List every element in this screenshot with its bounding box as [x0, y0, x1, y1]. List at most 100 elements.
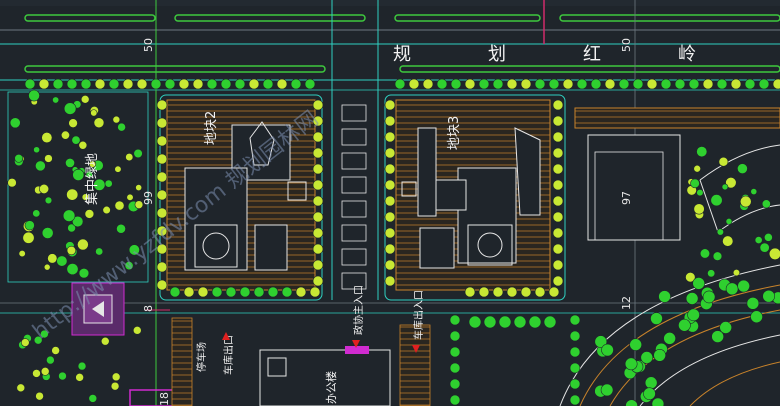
road-char-1: 规 [393, 44, 411, 65]
tree-symbol [712, 251, 723, 261]
tree-symbol [312, 147, 324, 159]
tree-symbol [552, 195, 564, 207]
tree-symbol [576, 78, 588, 90]
tree-symbol [552, 147, 564, 159]
tree-symbol [40, 329, 49, 339]
tree-symbol [178, 78, 190, 90]
tree-symbol [552, 131, 564, 143]
tree-symbol [134, 200, 144, 209]
tree-symbol [46, 355, 55, 365]
tree-symbol [478, 78, 490, 90]
central-green-label: 集中绿地 [84, 153, 100, 205]
tree-symbol [629, 338, 642, 351]
tree-symbol [156, 153, 168, 165]
tree-symbol [449, 378, 461, 390]
tree-symbol [295, 286, 307, 298]
tree-symbol [552, 163, 564, 175]
office-building [129, 317, 431, 406]
tree-symbol [436, 78, 448, 90]
tree-symbol [234, 78, 246, 90]
tree-symbol [24, 220, 35, 231]
tree-symbol [225, 286, 237, 298]
dim-18: 18 [158, 392, 171, 406]
tree-symbol [156, 261, 168, 273]
tree-symbol [262, 78, 274, 90]
parking-stall [341, 272, 367, 290]
tree-symbol [312, 259, 324, 271]
tree-symbol [594, 335, 608, 348]
tree-symbol [569, 330, 581, 342]
tree-symbol [746, 297, 760, 310]
tree-symbol [569, 314, 581, 326]
road-char-2: 划 [488, 44, 506, 65]
tree-symbol [65, 157, 75, 168]
tree-symbol [60, 130, 70, 140]
tree-symbol [72, 168, 85, 181]
tree-symbol [534, 78, 546, 90]
tree-symbol [384, 147, 396, 159]
tree-symbol [312, 243, 324, 255]
tree-symbol [95, 247, 104, 256]
tree-symbol [312, 275, 324, 287]
tree-symbol [16, 383, 26, 393]
tree-symbol [78, 140, 88, 150]
tree-symbol [117, 122, 126, 132]
tree-symbol [122, 78, 134, 90]
tree-symbol [384, 131, 396, 143]
tree-symbol [66, 263, 79, 276]
tree-symbol [304, 78, 316, 90]
tree-symbol [468, 315, 482, 329]
tree-symbol [772, 78, 780, 90]
tree-symbol [78, 267, 90, 279]
tree-symbol [394, 78, 406, 90]
tree-symbol [759, 242, 770, 253]
tree-symbol [51, 346, 60, 355]
tree-symbol [543, 315, 557, 329]
tree-symbol [718, 156, 729, 167]
tree-symbol [716, 228, 724, 236]
tree-symbol [552, 99, 564, 111]
tree-symbol [464, 78, 476, 90]
garage-exit-label: 车库出口 [222, 335, 235, 375]
tree-symbol [125, 152, 134, 162]
tree-symbol [58, 371, 67, 381]
tree-symbol [520, 78, 532, 90]
office-label: 办公楼 [324, 371, 338, 404]
tree-symbol [449, 314, 461, 326]
tree-symbol [644, 376, 658, 390]
tree-symbol [552, 115, 564, 127]
tree-symbol [624, 357, 638, 371]
tree-symbol [569, 394, 581, 406]
tree-symbol [492, 78, 504, 90]
tree-symbol [41, 132, 53, 144]
tree-symbol [20, 338, 30, 347]
tree-symbol [66, 188, 79, 201]
tree-symbol [730, 78, 742, 90]
garage-entrance-label: 车库出入口 [412, 290, 425, 340]
tree-symbol [384, 179, 396, 191]
tree-symbol [725, 177, 737, 189]
tree-symbol [761, 199, 771, 209]
tree-symbol [702, 78, 714, 90]
tree-symbol [719, 321, 732, 334]
tree-symbol [693, 164, 701, 173]
tree-symbol [39, 183, 50, 194]
tree-symbol [450, 78, 462, 90]
tree-symbol [768, 247, 780, 260]
tree-symbol [22, 231, 35, 244]
tree-symbol [464, 286, 476, 298]
tree-symbol [32, 369, 41, 378]
tree-symbol [43, 263, 51, 271]
tree-symbol [693, 203, 705, 215]
tree-symbol [62, 209, 76, 222]
tree-symbol [104, 179, 113, 188]
tree-symbol [685, 292, 699, 305]
tree-symbol [721, 183, 729, 191]
tree-symbol [164, 78, 176, 90]
tree-symbol [80, 78, 92, 90]
tree-symbol [111, 372, 121, 382]
tree-symbol [312, 131, 324, 143]
tree-symbol [737, 163, 748, 174]
tree-symbol [156, 279, 168, 291]
tree-symbol [688, 78, 700, 90]
